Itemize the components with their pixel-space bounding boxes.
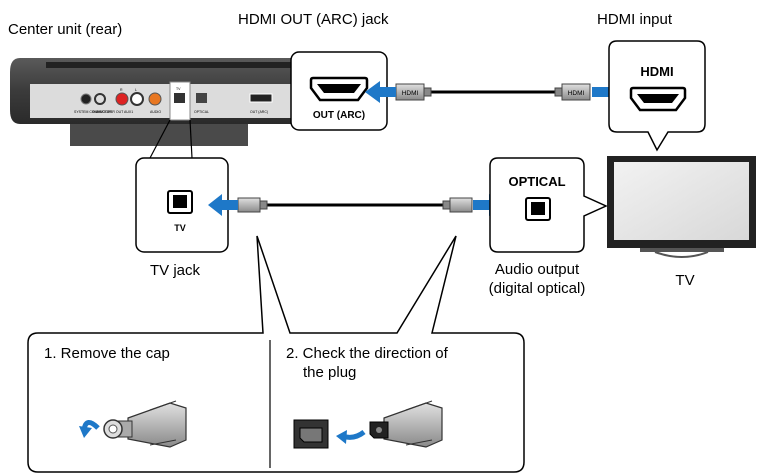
tv-jack-pointer-left: [149, 119, 171, 159]
tv-label: TV: [675, 272, 694, 289]
hdmi-port-outline: [309, 76, 369, 102]
step2-illustration: [293, 400, 443, 449]
tv-jack-label: TV jack: [150, 262, 201, 279]
tv-hdmi-port-inner: [637, 94, 679, 103]
step1-arrow-head: [79, 426, 92, 438]
tv-optical-jack: [174, 93, 185, 103]
hdmi-cable: HDMI HDMI: [365, 81, 626, 103]
hdmi-plug-right: [561, 83, 591, 101]
jack-label-optical: OPTICAL: [194, 110, 209, 114]
step1-plug-ridges: [149, 400, 177, 446]
hdmi-port-inner: [317, 84, 361, 93]
jack-label-audio: AUDIO: [150, 110, 161, 114]
steps-panel: 1. Remove the cap 2. Check the direction…: [27, 235, 525, 473]
hdmi-port-label: OUT (ARC): [313, 110, 365, 121]
hdmi-input-label: HDMI input: [597, 11, 673, 28]
tv-jack-port-label: TV: [174, 223, 186, 233]
tv-optical-label: OPTICAL: [508, 174, 565, 189]
aux-r-jack: [115, 92, 129, 106]
optical-cable: [208, 194, 503, 216]
center-unit-top-slot: [46, 62, 300, 68]
jack-label-subwoofer: SUBWOOFER OUT: [92, 110, 124, 114]
jack-label-l: L: [135, 88, 137, 92]
step2-plug-ridges: [405, 400, 433, 446]
jack-label-out-arc: OUT (ARC): [250, 110, 268, 114]
tv-hdmi-callout: HDMI: [608, 40, 706, 152]
jack-label-r: R: [120, 88, 123, 92]
tv-optical-port-inner: [531, 202, 545, 215]
aux-l-jack: [130, 92, 144, 106]
step2-plug-core: [376, 427, 382, 433]
center-unit-label: Center unit (rear): [8, 21, 122, 38]
tv-jack-callout: TV: [135, 157, 229, 253]
hdmi-out-jack-label: HDMI OUT (ARC) jack: [238, 11, 389, 28]
step2-text-line2: the plug: [303, 364, 356, 381]
audio-output-sublabel: (digital optical): [489, 280, 586, 297]
optical-jack: [196, 93, 207, 103]
hdmi-plug-left-boot: [423, 87, 432, 97]
tv-jack-pointer-right: [189, 119, 193, 159]
tv-bottom-bar: [640, 248, 724, 252]
step1-illustration: [79, 400, 187, 448]
tv-stand: [654, 251, 709, 258]
tv-jack-port-inner: [173, 195, 187, 208]
optical-plug-right: [449, 197, 473, 213]
hdmi-plug-right-label: HDMI: [568, 90, 585, 97]
jack-label-tv: TV: [176, 87, 181, 91]
hdmi-arrow-left: [365, 81, 396, 103]
audio-coax-jack: [148, 92, 162, 106]
jack-label-aux1: AUX1: [124, 110, 133, 114]
optical-plug-right-boot: [442, 200, 451, 210]
tv: TV: [607, 156, 756, 289]
optical-arrow-left: [208, 194, 238, 216]
audio-output-label: Audio output: [495, 261, 580, 278]
step2-text-line1: 2. Check the direction of: [286, 345, 449, 362]
optical-plug-left-boot: [259, 200, 268, 210]
jack-label-system: SYSTEM CONNECTOR: [74, 110, 112, 114]
tv-optical-callout: OPTICAL: [489, 157, 608, 253]
system-connector-jack: [80, 93, 92, 105]
step2-jack-slot: [299, 427, 323, 443]
step1-text: 1. Remove the cap: [44, 345, 170, 362]
hdmi-plug-left-label: HDMI: [402, 90, 419, 97]
step2-arrow-head: [336, 430, 347, 444]
tv-hdmi-port-outline: [629, 86, 687, 112]
optical-plug-left: [237, 197, 261, 213]
center-unit: SYSTEM CONNECTOR SUBWOOFER OUT R L AUX1 …: [10, 58, 300, 146]
step1-cap-center: [108, 424, 118, 434]
hdmi-plug-right-boot: [554, 87, 563, 97]
tv-screen: [614, 162, 749, 240]
hdmi-out-arc-jack: [249, 93, 273, 103]
tv-hdmi-label: HDMI: [640, 64, 673, 79]
subwoofer-out-jack: [94, 93, 106, 105]
